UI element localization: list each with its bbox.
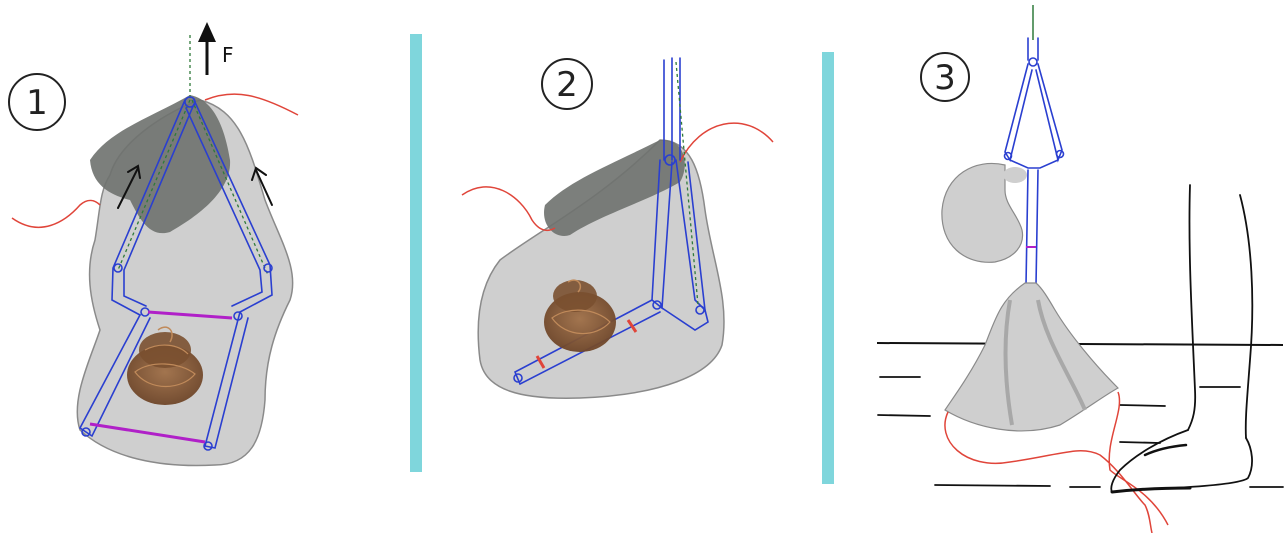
string-right (680, 123, 773, 162)
bag-knot (1003, 167, 1027, 183)
panel-divider-2 (822, 52, 834, 484)
leg-icon (1111, 185, 1252, 492)
panel-2: 2 (462, 58, 773, 398)
string-left (12, 200, 100, 227)
force-label: F (222, 43, 234, 67)
bag-hanging (945, 283, 1118, 431)
step-1-number: 1 (26, 83, 48, 123)
panel-divider-1 (410, 34, 422, 472)
string (945, 412, 1152, 533)
step-2-number: 2 (556, 65, 578, 105)
string-left (462, 187, 555, 231)
floor-line (877, 343, 1283, 345)
panel-1: 1 (9, 22, 298, 466)
step-3-number: 3 (934, 58, 956, 98)
up-arrow-icon (198, 22, 216, 75)
panel-3: 3 (877, 5, 1283, 533)
string-tail (1109, 392, 1168, 525)
